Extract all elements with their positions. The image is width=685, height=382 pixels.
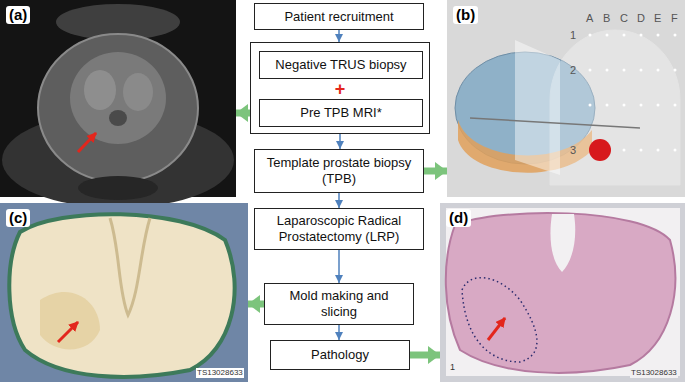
plus-sign: + xyxy=(251,79,429,99)
mri-image xyxy=(0,0,236,208)
lesion-arrow xyxy=(78,133,96,152)
image-panel: (c) xyxy=(0,203,248,382)
grid-letter: F xyxy=(671,12,678,25)
image-panel: (d) xyxy=(440,203,685,382)
grid-number: 2 xyxy=(570,64,576,77)
panel-letter: (b) xyxy=(453,6,478,24)
grid-number: 1 xyxy=(570,29,576,42)
lesion-arrow xyxy=(488,318,505,340)
template-grid-holes xyxy=(589,34,677,152)
process-box: Negative TRUS biopsy xyxy=(259,51,423,79)
illustration-background xyxy=(447,0,685,197)
link-arrow xyxy=(424,168,447,175)
grid-letter: A xyxy=(586,12,593,25)
panel-letter: (d) xyxy=(446,209,471,227)
slide-background xyxy=(440,203,685,382)
grid-letter: D xyxy=(637,12,645,25)
biopsy-needle xyxy=(470,118,640,128)
image-panel: (b) xyxy=(447,0,685,197)
panel-letter: (a) xyxy=(6,6,30,24)
flow-arrow xyxy=(338,250,340,283)
gland-nodule xyxy=(123,73,153,111)
tumour-outline xyxy=(462,278,537,362)
grid-letter: E xyxy=(654,12,661,25)
grid-letter: C xyxy=(620,12,628,25)
flow-arrow xyxy=(338,193,340,208)
urethra-tract xyxy=(110,218,150,315)
photo-background xyxy=(0,203,248,382)
process-box: Patient recruitment xyxy=(254,3,424,30)
box-label: Patient recruitment xyxy=(284,9,393,25)
template-grid-outline xyxy=(550,30,680,185)
rectum xyxy=(78,176,158,200)
process-box: Pre TPB MRI* xyxy=(259,99,423,127)
specimen-photo xyxy=(0,203,248,382)
box-label: Template prostate biopsy (TPB) xyxy=(261,155,417,187)
grid-letter: B xyxy=(603,12,610,25)
flow-arrow xyxy=(338,30,340,42)
target-lesion xyxy=(589,139,611,161)
process-box: Template prostate biopsy (TPB) xyxy=(254,149,424,193)
box-label: Pre TPB MRI* xyxy=(300,105,381,121)
box-label: Laparoscopic Radical Prostatectomy (LRP) xyxy=(261,213,417,245)
watermark: TS13028633 xyxy=(196,368,244,378)
box-label: Pathology xyxy=(311,347,369,363)
process-box: Laparoscopic Radical Prostatectomy (LRP) xyxy=(254,208,424,250)
lesion-arrow xyxy=(58,322,78,342)
slide-paper xyxy=(446,208,680,376)
box-label: Negative TRUS biopsy xyxy=(275,57,406,73)
scale-number: 1 xyxy=(450,362,455,373)
template-biopsy-illustration xyxy=(447,0,685,197)
flow-arrow xyxy=(338,325,340,340)
tissue-section xyxy=(446,213,675,373)
urethra-lumen xyxy=(550,214,575,272)
histology-slide xyxy=(440,203,685,382)
tissue-zone xyxy=(40,292,100,349)
link-arrow xyxy=(248,301,264,308)
urethra xyxy=(109,110,127,126)
image-panel: (a) xyxy=(0,0,236,197)
prostate-slice xyxy=(9,214,234,377)
box-label: Mold making and slicing xyxy=(271,288,407,320)
central-gland xyxy=(70,52,166,144)
prostate-outline xyxy=(38,34,198,182)
group-box: Negative TRUS biopsyPre TPB MRI* + xyxy=(250,42,430,134)
flow-arrow xyxy=(339,134,341,149)
grid-number: 3 xyxy=(570,144,576,157)
process-box: Pathology xyxy=(270,340,410,370)
gland-nodule xyxy=(84,70,116,110)
link-arrow xyxy=(410,352,440,359)
watermark: TS13028633 xyxy=(630,368,678,378)
process-box: Mold making and slicing xyxy=(264,283,414,325)
panel-letter: (c) xyxy=(6,209,30,227)
